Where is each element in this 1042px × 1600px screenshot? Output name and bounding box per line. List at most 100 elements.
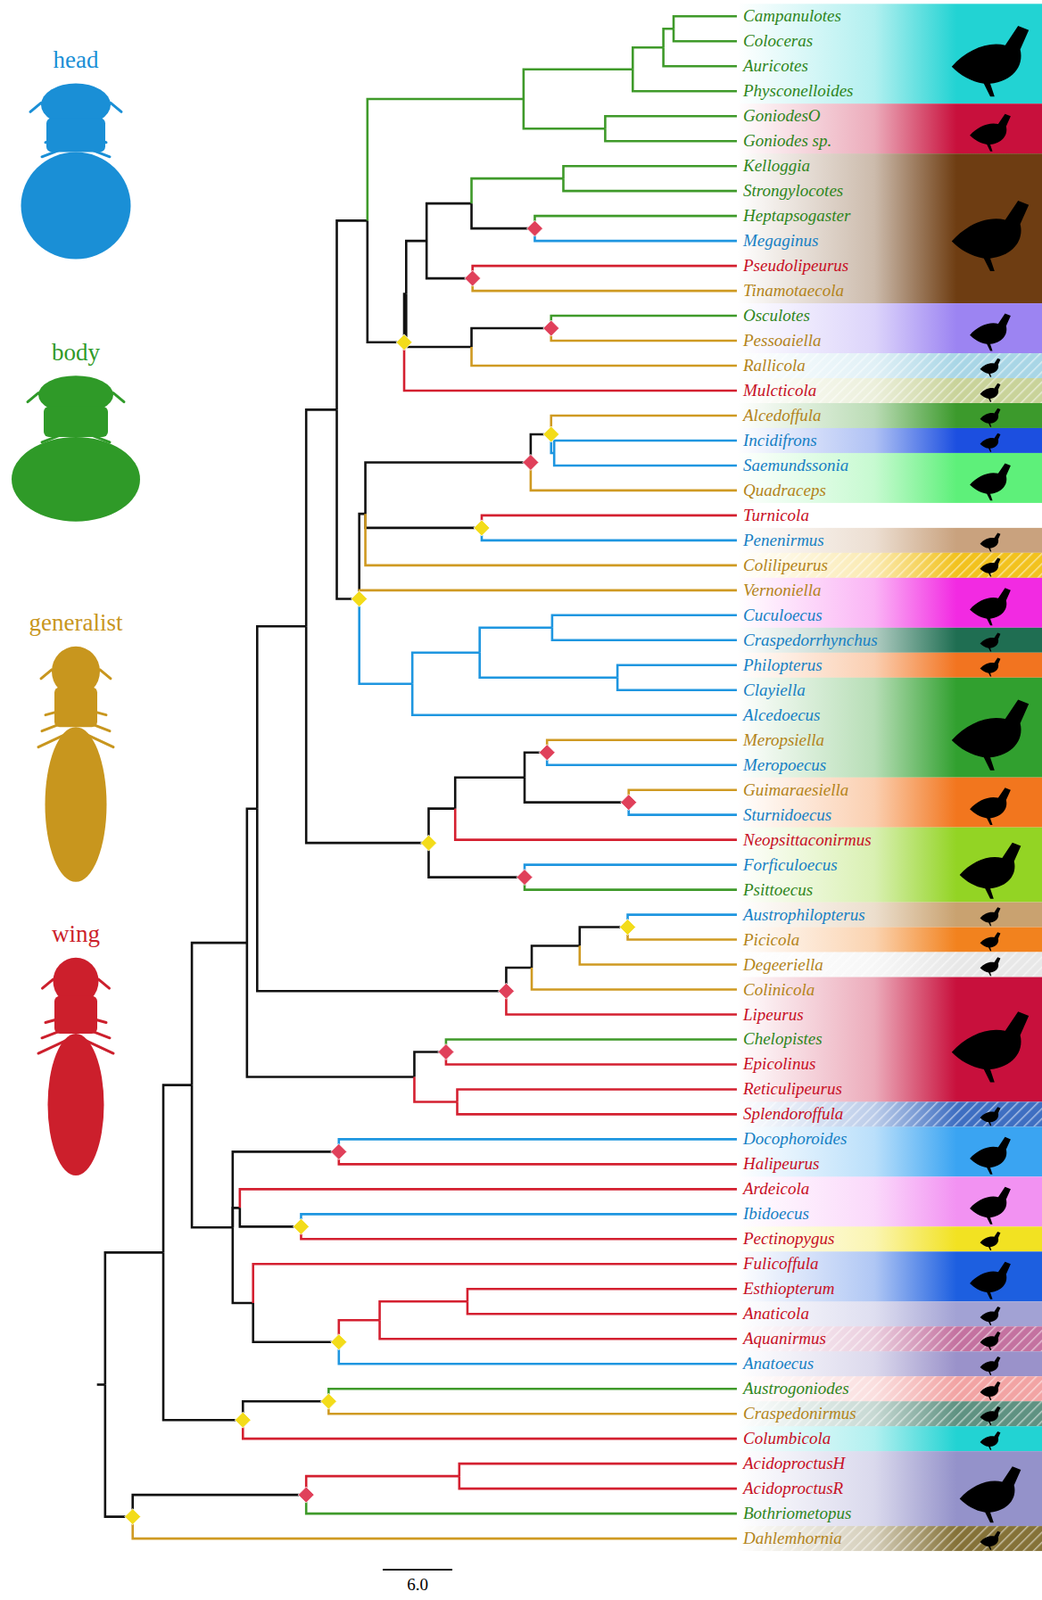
- branch: [426, 240, 472, 279]
- louse-figure: [8, 953, 143, 1198]
- taxon-label: Chelopistes: [743, 1029, 823, 1050]
- bird-silhouette: [951, 200, 1029, 272]
- branch: [305, 409, 337, 627]
- taxon-label: Splendoroffula: [743, 1104, 844, 1125]
- taxon-label: Columbicola: [743, 1429, 831, 1449]
- branch: [328, 1389, 737, 1402]
- branch: [242, 1420, 737, 1439]
- taxon-label: Rallicola: [743, 355, 806, 376]
- taxon-label: Meropoecus: [743, 755, 827, 776]
- band-hatch: [736, 1526, 1042, 1552]
- taxon-label: Physconelloides: [743, 81, 853, 101]
- node-diamond: [522, 454, 539, 471]
- bird-silhouette: [980, 907, 1001, 927]
- branch: [105, 1252, 164, 1385]
- taxon-label: Anatoecus: [743, 1354, 814, 1374]
- host-band: [736, 303, 1042, 354]
- band-hatch: [736, 1101, 1042, 1127]
- legend-item: head: [0, 46, 152, 301]
- bird-silhouette: [980, 957, 1001, 976]
- taxon-label: Penenirmus: [743, 530, 825, 551]
- taxon-label: Forficuloecus: [743, 855, 838, 876]
- taxon-label: Philopterus: [743, 655, 823, 676]
- branch: [505, 991, 737, 1015]
- legend-item: generalist: [0, 609, 152, 900]
- bird-silhouette: [969, 1262, 1011, 1300]
- host-band: [736, 1426, 1042, 1452]
- node-diamond: [351, 590, 368, 607]
- host-band: [736, 1326, 1042, 1352]
- branch: [481, 515, 737, 529]
- node-diamond: [516, 869, 533, 886]
- branch: [459, 1476, 737, 1489]
- taxon-label: Ibidoecus: [743, 1204, 810, 1224]
- branch: [446, 1039, 737, 1052]
- node-diamond: [234, 1412, 251, 1429]
- band-hatch: [736, 553, 1042, 579]
- taxon-label: Degeeriella: [743, 955, 824, 976]
- branch: [239, 1189, 737, 1208]
- bird-silhouette: [980, 383, 1001, 403]
- branch: [534, 215, 737, 229]
- branch: [239, 1207, 302, 1227]
- host-band: [736, 1376, 1042, 1402]
- branch: [663, 47, 737, 67]
- host-band: [736, 1301, 1042, 1327]
- taxon-label: Fulicoffula: [743, 1254, 819, 1274]
- branch: [105, 1385, 133, 1518]
- branch: [457, 1101, 737, 1115]
- taxon-label: Heptapsogaster: [743, 206, 851, 226]
- host-band: [736, 578, 1042, 629]
- branch: [673, 16, 737, 29]
- branch: [256, 809, 506, 992]
- branch: [247, 809, 257, 943]
- branch: [531, 946, 580, 968]
- host-band: [736, 378, 1042, 404]
- taxon-label: Quadraceps: [743, 480, 827, 501]
- scale-label: 6.0: [406, 1575, 429, 1596]
- bird-silhouette: [951, 700, 1029, 771]
- host-band: [736, 977, 1042, 1103]
- taxon-label: AcidoproctusR: [743, 1479, 844, 1499]
- branch: [552, 615, 737, 629]
- node-diamond: [473, 520, 490, 537]
- bird-silhouette: [980, 433, 1001, 453]
- bird-silhouette: [969, 587, 1011, 626]
- bird-silhouette: [951, 25, 1029, 97]
- host-band: [736, 553, 1042, 579]
- branch: [454, 809, 737, 841]
- bird-silhouette: [980, 533, 1001, 553]
- taxon-label: GoniodesO: [743, 106, 821, 126]
- host-band: [736, 1401, 1042, 1427]
- taxon-label: Docophoroides: [743, 1129, 847, 1150]
- taxon-label: Colinicola: [743, 980, 815, 1001]
- bird-silhouette: [980, 558, 1001, 578]
- host-band: [736, 103, 1042, 154]
- taxon-label: Pseudolipeurus: [743, 256, 849, 276]
- taxon-label: Sturnidoecus: [743, 805, 832, 826]
- host-band: [736, 403, 1042, 429]
- host-band: [736, 1451, 1042, 1527]
- bird-silhouette: [980, 1431, 1001, 1451]
- taxon-label: Guimaraesiella: [743, 780, 849, 801]
- taxon-label: Austrophilopterus: [743, 905, 866, 926]
- host-band: [736, 1526, 1042, 1552]
- node-diamond: [526, 220, 543, 237]
- branch: [479, 653, 618, 679]
- node-diamond: [297, 1487, 315, 1504]
- branch: [459, 1463, 737, 1477]
- taxon-label: Esthiopterum: [743, 1279, 835, 1299]
- taxon-label: Osculotes: [743, 305, 811, 326]
- branch: [632, 69, 737, 91]
- taxon-label: Cuculoecus: [743, 605, 823, 626]
- bird-silhouette: [980, 1232, 1001, 1251]
- branch: [524, 777, 629, 803]
- host-band: [736, 902, 1042, 928]
- bird-silhouette: [969, 1187, 1011, 1225]
- node-diamond: [464, 270, 481, 287]
- branch: [628, 790, 737, 803]
- bird-silhouette: [959, 1466, 1022, 1523]
- taxon-label: Turnicola: [743, 505, 810, 526]
